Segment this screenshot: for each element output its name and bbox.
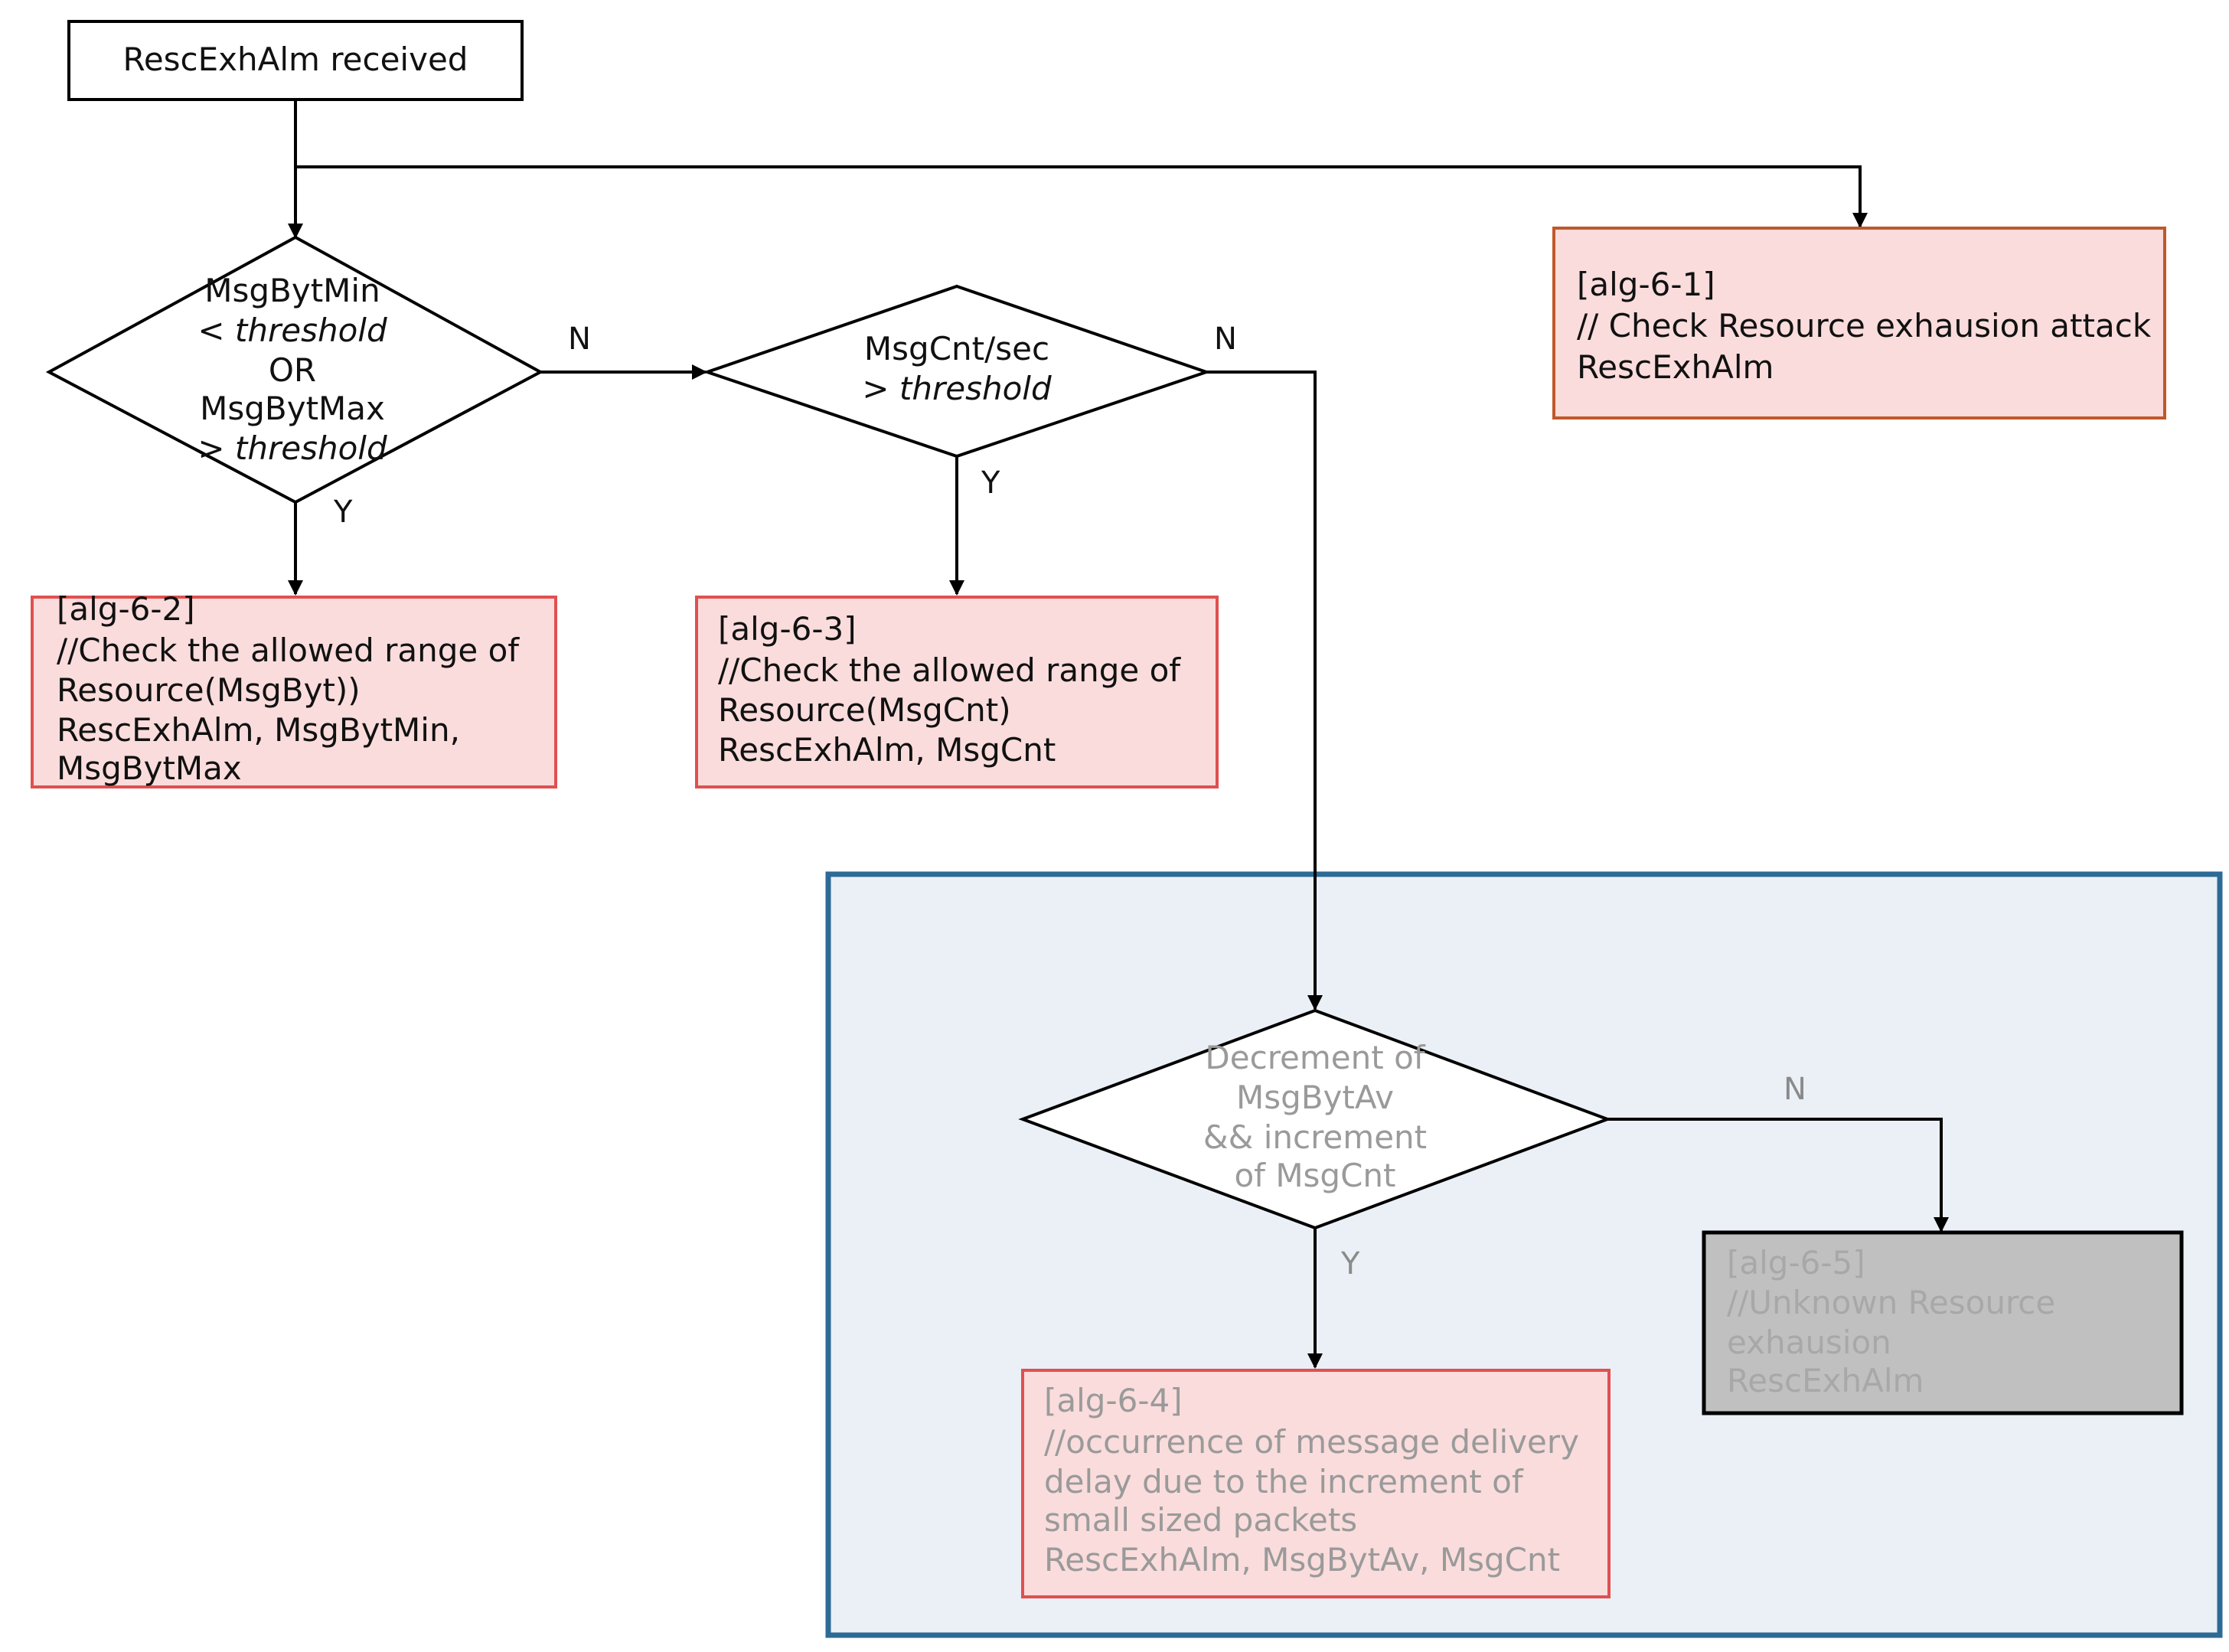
- edge-label-d1-no: N: [568, 322, 591, 357]
- d3-line-4: of MsgCnt: [1234, 1157, 1395, 1194]
- alg-6-5-line-1: [alg-6-5]: [1727, 1244, 1865, 1281]
- edge-d2-no-to-d3: [1206, 371, 1323, 1010]
- alg-6-4-line-1: [alg-6-4]: [1044, 1382, 1183, 1419]
- start-label: RescExhAlm received: [123, 41, 468, 78]
- alg-6-5-line-4: RescExhAlm: [1727, 1362, 1924, 1399]
- alg-6-5-line-2: //Unknown Resource: [1727, 1284, 2055, 1321]
- alg-6-2-line-3: Resource(MsgByt)): [57, 671, 361, 709]
- d1-line-3: OR: [269, 351, 316, 389]
- decision-msgbyt-threshold: MsgBytMin < threshold OR MsgBytMax > thr…: [45, 235, 544, 504]
- box-alg-6-3: [alg-6-3] //Check the allowed range of R…: [695, 596, 1219, 788]
- edge-label-d3-no: N: [1784, 1072, 1806, 1107]
- box-alg-6-4: [alg-6-4] //occurrence of message delive…: [1021, 1369, 1611, 1598]
- decision-msgcnt-threshold: MsgCnt/sec > threshold: [702, 284, 1212, 459]
- alg-6-2-line-5: MsgBytMax: [57, 749, 242, 787]
- alg-6-4-line-4: small sized packets: [1044, 1501, 1357, 1539]
- d2-line-2: > threshold: [862, 370, 1052, 407]
- d3-line-1: Decrement of: [1205, 1039, 1425, 1076]
- alg-6-3-line-1: [alg-6-3]: [718, 610, 857, 648]
- decision-msgbytav-msgcnt: Decrement of MsgBytAv && increment of Ms…: [1018, 1008, 1612, 1230]
- start-node: RescExhAlm received: [67, 20, 524, 101]
- edge-label-d2-no: N: [1214, 322, 1237, 357]
- d1-line-1: MsgBytMin: [204, 272, 380, 309]
- d1-line-2: < threshold: [197, 312, 387, 349]
- alg-6-4-line-2: //occurrence of message delivery: [1044, 1423, 1579, 1461]
- d3-line-3: && increment: [1203, 1118, 1427, 1156]
- edge-label-d2-yes: Y: [981, 465, 1000, 501]
- d3-line-2: MsgBytAv: [1236, 1079, 1394, 1116]
- connectors: [288, 100, 1949, 1369]
- d1-line-4: MsgBytMax: [200, 390, 385, 427]
- alg-6-2-line-1: [alg-6-2]: [57, 590, 195, 628]
- box-alg-6-1: [alg-6-1] // Check Resource exhausion at…: [1552, 227, 2166, 420]
- edge-start-to-alg-6-1: [295, 165, 1868, 228]
- alg-6-4-line-3: delay due to the increment of: [1044, 1463, 1524, 1500]
- alg-6-4-line-5: RescExhAlm, MsgBytAv, MsgCnt: [1044, 1541, 1560, 1579]
- alg-6-1-line-2: // Check Resource exhausion attack: [1577, 307, 2152, 344]
- edge-d3-no-to-alg-6-5: [1607, 1118, 1949, 1232]
- alg-6-3-line-4: RescExhAlm, MsgCnt: [718, 731, 1056, 769]
- alg-6-5-line-3: exhausion: [1727, 1324, 1891, 1361]
- alg-6-1-line-1: [alg-6-1]: [1577, 266, 1715, 303]
- alg-6-2-line-2: //Check the allowed range of: [57, 632, 520, 669]
- box-alg-6-2: [alg-6-2] //Check the allowed range of R…: [31, 590, 557, 788]
- alg-6-1-line-3: RescExhAlm: [1577, 348, 1774, 386]
- edge-label-d1-yes: Y: [333, 495, 353, 530]
- d1-line-5: > threshold: [197, 429, 387, 467]
- alg-6-2-line-4: RescExhAlm, MsgBytMin,: [57, 711, 460, 749]
- d2-line-1: MsgCnt/sec: [864, 330, 1049, 367]
- alg-6-3-line-3: Resource(MsgCnt): [718, 691, 1011, 729]
- box-alg-6-5: [alg-6-5] //Unknown Resource exhausion R…: [1702, 1230, 2184, 1415]
- alg-6-3-line-2: //Check the allowed range of: [718, 651, 1181, 689]
- edge-label-d3-yes: Y: [1340, 1246, 1360, 1281]
